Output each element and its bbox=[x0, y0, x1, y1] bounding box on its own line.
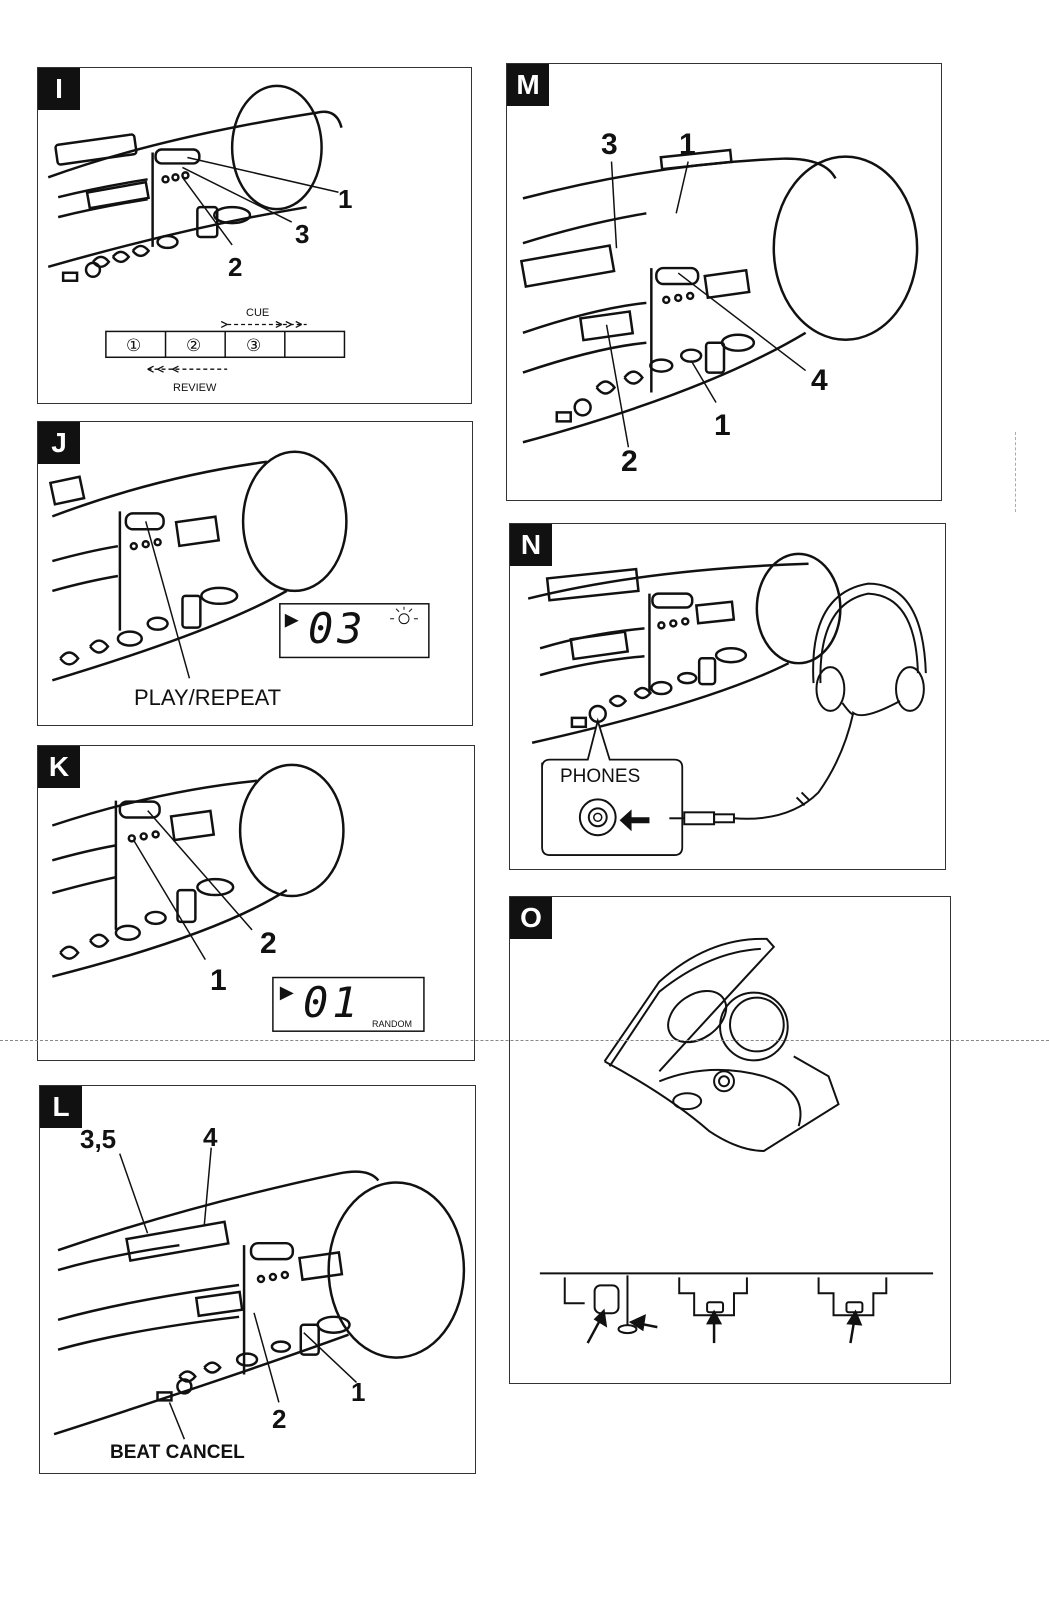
panel-k: K 1 2 01 RANDOM bbox=[37, 745, 475, 1061]
fold-line bbox=[0, 1040, 1049, 1041]
panel-tag: L bbox=[40, 1086, 82, 1128]
track-1: ① bbox=[126, 336, 142, 355]
margin-marks bbox=[1015, 432, 1024, 512]
callout-4: 4 bbox=[203, 1122, 218, 1152]
panel-tag: J bbox=[38, 422, 80, 464]
track-3: ③ bbox=[246, 336, 262, 355]
review-label: REVIEW bbox=[173, 382, 217, 394]
boombox-illustration-k bbox=[51, 763, 425, 1032]
callout-2: 2 bbox=[228, 252, 243, 282]
panel-i: I 1 2 3 CUE REVIEW ① ② ③ bbox=[37, 67, 472, 404]
play-repeat-label: PLAY/REPEAT bbox=[134, 685, 282, 710]
callout-4: 4 bbox=[811, 364, 828, 397]
callout-2: 2 bbox=[260, 927, 277, 960]
panel-n: N PHONES bbox=[509, 523, 946, 870]
panel-o: O bbox=[509, 896, 951, 1384]
boombox-illustration-n bbox=[527, 552, 927, 856]
cd-mechanism-illustration bbox=[539, 937, 934, 1344]
boombox-illustration-m bbox=[519, 148, 919, 448]
random-indicator: RANDOM bbox=[372, 1019, 412, 1029]
callout-1: 1 bbox=[338, 184, 353, 214]
boombox-illustration-j bbox=[48, 450, 430, 682]
panel-tag: O bbox=[510, 897, 552, 939]
callout-3-5: 3,5 bbox=[80, 1124, 117, 1154]
phones-label: PHONES bbox=[560, 766, 641, 787]
callout-1-top: 1 bbox=[679, 128, 696, 161]
callout-2: 2 bbox=[621, 445, 638, 478]
panel-tag: M bbox=[507, 64, 549, 106]
display-digits: 03 bbox=[308, 604, 367, 653]
panel-m: M 3 1 4 1 2 bbox=[506, 63, 942, 501]
panel-tag: K bbox=[38, 746, 80, 788]
boombox-illustration-i bbox=[47, 84, 346, 373]
cue-label: CUE bbox=[246, 307, 270, 319]
callout-1: 1 bbox=[210, 964, 227, 997]
panel-l: L 3,5 4 2 1 BEAT CANCEL bbox=[39, 1085, 476, 1474]
callout-1: 1 bbox=[351, 1377, 366, 1407]
callout-3: 3 bbox=[601, 128, 618, 161]
panel-tag: I bbox=[38, 68, 80, 110]
track-2: ② bbox=[186, 336, 202, 355]
callout-2: 2 bbox=[272, 1404, 287, 1434]
callout-1-bottom: 1 bbox=[714, 409, 731, 442]
beat-cancel-label: BEAT CANCEL bbox=[110, 1442, 245, 1463]
panel-tag: N bbox=[510, 524, 552, 566]
display-digits: 01 bbox=[303, 978, 362, 1027]
panel-j: J 03 PLAY/REPEAT bbox=[37, 421, 473, 726]
callout-3: 3 bbox=[295, 219, 310, 249]
boombox-illustration-l bbox=[53, 1147, 466, 1440]
